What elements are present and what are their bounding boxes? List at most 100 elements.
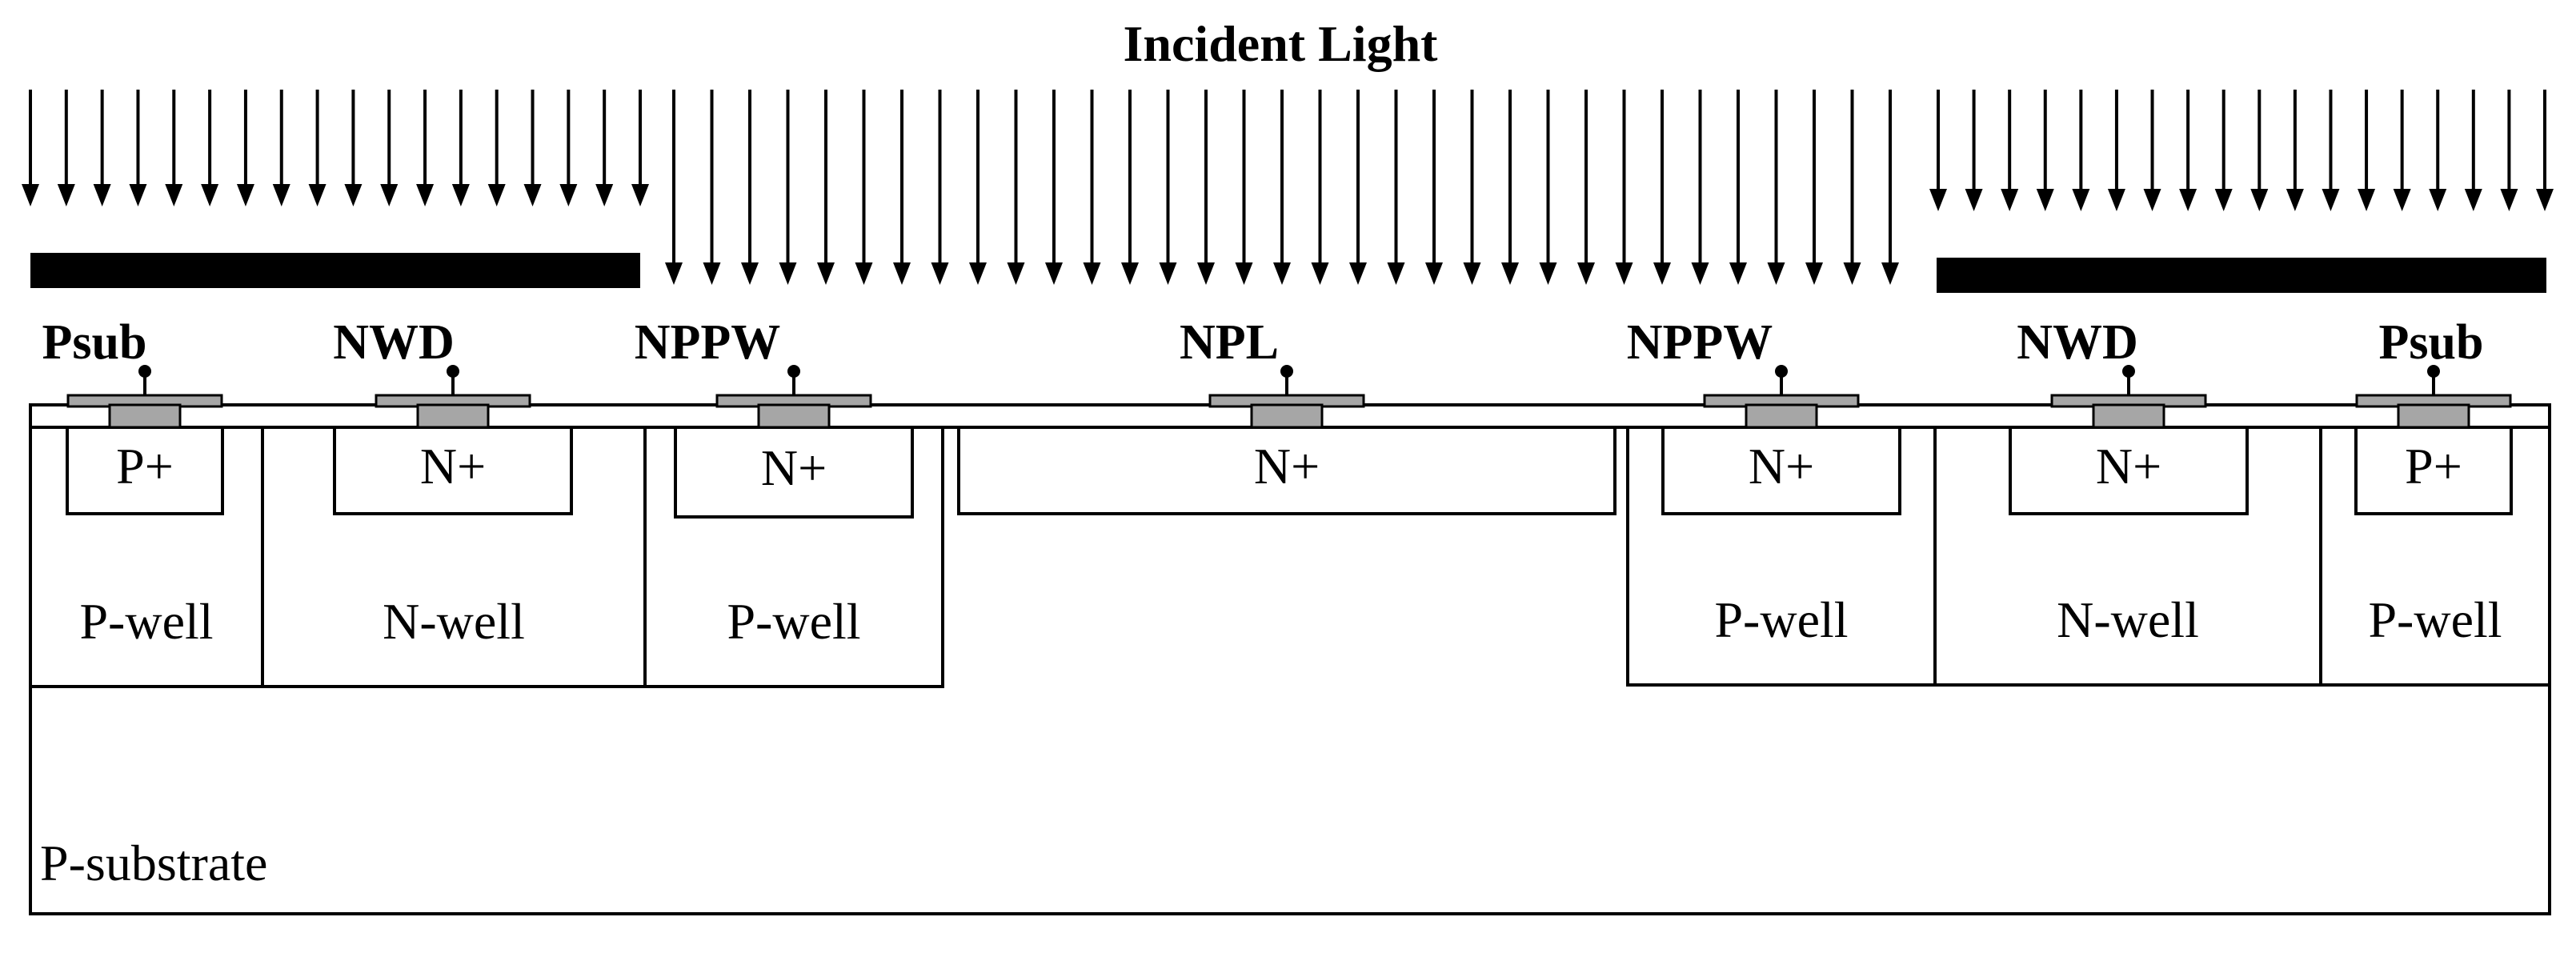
- light-arrow: [1577, 90, 1595, 285]
- light-arrow: [1501, 90, 1519, 285]
- light-arrow: [2214, 90, 2233, 211]
- terminal-pin: [2427, 365, 2440, 378]
- implant-label: P+: [2405, 438, 2462, 495]
- metal-shield-left: [30, 253, 640, 288]
- light-arrow: [1929, 90, 1947, 211]
- light-arrow: [1729, 90, 1747, 285]
- well-label: P-well: [727, 593, 860, 650]
- light-arrow: [779, 90, 797, 285]
- light-arrow: [451, 90, 470, 206]
- implant-label: N+: [1254, 438, 1320, 495]
- well-label: N-well: [383, 593, 525, 650]
- light-arrow: [236, 90, 254, 206]
- light-arrow: [2001, 90, 2019, 211]
- terminal-label-nppw-right: NPPW: [1627, 315, 1773, 370]
- light-arrow: [93, 90, 111, 206]
- terminal-pin: [447, 365, 459, 378]
- terminal-label-nppw-left: NPPW: [635, 315, 781, 370]
- light-arrow: [893, 90, 911, 285]
- light-arrow: [2286, 90, 2304, 211]
- terminal-label-nwd-left: NWD: [333, 315, 455, 370]
- well-label: P-well: [2368, 591, 2502, 648]
- implant-p-plus-right: [2354, 426, 2513, 515]
- implant-label: N+: [1749, 438, 1814, 495]
- light-arrow: [1881, 90, 1899, 285]
- contact: [715, 365, 872, 429]
- light-arrow: [487, 90, 506, 206]
- terminal-label-psub-left: Psub: [42, 315, 147, 370]
- light-arrow: [344, 90, 363, 206]
- light-arrow: [57, 90, 75, 206]
- light-arrow: [703, 90, 721, 285]
- terminal-label-nwd-right: NWD: [2017, 315, 2138, 370]
- light-arrow: [2250, 90, 2269, 211]
- terminal-pin: [2122, 365, 2135, 378]
- contact: [375, 365, 531, 429]
- light-arrow: [1843, 90, 1861, 285]
- light-arrow: [855, 90, 873, 285]
- light-arrow: [2107, 90, 2125, 211]
- contact: [2355, 365, 2512, 429]
- light-arrow: [1159, 90, 1177, 285]
- contact: [1703, 365, 1860, 429]
- light-arrow: [1273, 90, 1291, 285]
- light-arrow: [1539, 90, 1557, 285]
- light-arrow: [631, 90, 649, 206]
- light-arrow: [2358, 90, 2376, 211]
- terminal-pin: [1280, 365, 1293, 378]
- light-arrow: [1007, 90, 1025, 285]
- contact: [1208, 365, 1365, 429]
- light-arrow: [1387, 90, 1405, 285]
- light-arrow: [2179, 90, 2197, 211]
- light-arrow: [595, 90, 614, 206]
- light-arrow: [1235, 90, 1253, 285]
- light-arrow: [2500, 90, 2518, 211]
- incident-light-arrows: [22, 90, 2554, 285]
- light-arrow: [1311, 90, 1329, 285]
- light-arrow: [1463, 90, 1481, 285]
- contact: [66, 365, 223, 429]
- light-arrow: [1653, 90, 1671, 285]
- contacts-group: [66, 365, 2512, 429]
- implant-label: N+: [420, 438, 486, 495]
- light-arrow: [416, 90, 435, 206]
- light-arrow: [380, 90, 399, 206]
- light-arrow: [1045, 90, 1063, 285]
- light-arrow: [2464, 90, 2482, 211]
- light-arrow: [741, 90, 759, 285]
- light-arrow: [2393, 90, 2411, 211]
- well-label: P-well: [1714, 591, 1848, 648]
- light-arrow: [1805, 90, 1823, 285]
- light-arrow: [2536, 90, 2554, 211]
- implants-group: [66, 426, 2513, 519]
- terminal-pin: [787, 365, 800, 378]
- light-arrow: [165, 90, 183, 206]
- light-arrow: [1083, 90, 1101, 285]
- light-arrow: [931, 90, 949, 285]
- well-label: P-well: [79, 593, 213, 650]
- light-arrow: [1349, 90, 1367, 285]
- implant-label: N+: [2096, 438, 2161, 495]
- light-arrow: [308, 90, 327, 206]
- light-arrow: [1767, 90, 1785, 285]
- metal-shield-right: [1937, 258, 2546, 293]
- light-arrow: [1615, 90, 1633, 285]
- light-arrow: [969, 90, 987, 285]
- light-arrow: [559, 90, 578, 206]
- implant-label: P+: [116, 438, 174, 495]
- well-label: N-well: [2057, 591, 2199, 648]
- implant-n-plus-nppw-left: [674, 426, 914, 519]
- light-arrow: [1965, 90, 1983, 211]
- terminal-label-psub-right: Psub: [2379, 315, 2484, 370]
- light-arrow: [129, 90, 147, 206]
- light-arrow: [2429, 90, 2447, 211]
- implant-n-plus-nwd-right: [2009, 426, 2249, 515]
- light-arrow: [22, 90, 39, 206]
- light-arrow: [523, 90, 542, 206]
- light-arrow: [1425, 90, 1443, 285]
- light-arrow: [665, 90, 683, 285]
- light-arrow: [817, 90, 835, 285]
- light-arrow: [1121, 90, 1139, 285]
- light-arrow: [2072, 90, 2090, 211]
